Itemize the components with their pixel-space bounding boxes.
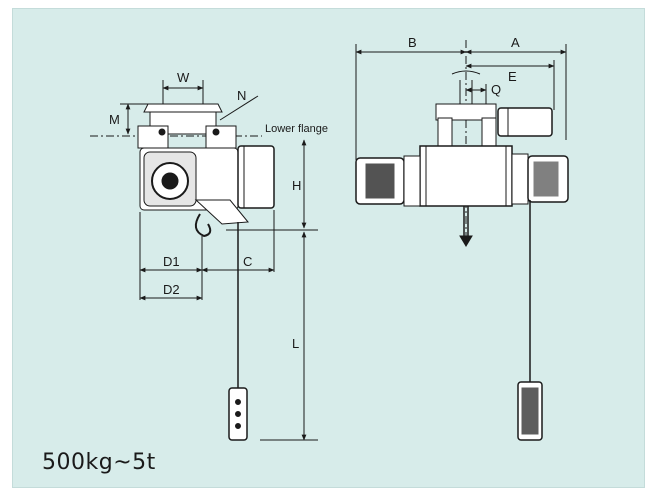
hoist-main-body (419, 145, 513, 207)
hook (194, 213, 212, 238)
gearbox-detail (533, 161, 559, 197)
label-c: C (243, 254, 252, 269)
motor-fins (365, 163, 395, 199)
capacity-caption: 500kg~5t (42, 450, 156, 475)
trolley-wheel-right (481, 117, 497, 147)
label-n: N (237, 88, 246, 103)
label-d1: D1 (163, 254, 180, 269)
label-h: H (292, 178, 301, 193)
label-m: M (109, 112, 120, 127)
trolley-frame (435, 103, 497, 121)
beam-section-mark (451, 70, 481, 75)
label-q: Q (491, 82, 501, 97)
label-lower-flange: Lower flange (265, 123, 328, 135)
wheel-bolt-right (212, 128, 220, 136)
hook-block (194, 199, 249, 225)
label-l: L (292, 336, 299, 351)
label-b: B (408, 35, 417, 50)
drum-hub (161, 172, 179, 190)
pendant-button-2 (235, 411, 241, 417)
side-view (90, 80, 318, 441)
label-e: E (508, 69, 517, 84)
leader-n (219, 95, 259, 121)
gearbox-flange (511, 153, 529, 205)
side-motor (237, 145, 275, 209)
beam-flange (143, 103, 223, 113)
traverse-motor (497, 107, 553, 137)
label-w: W (177, 70, 190, 85)
label-a: A (511, 35, 520, 50)
front-view (355, 40, 569, 441)
trolley-wheel-left (437, 117, 453, 147)
pendant-button-1 (235, 399, 241, 405)
trolley-right (205, 125, 237, 149)
pendant-button-3 (235, 423, 241, 429)
pendant-buttons-front (521, 387, 539, 435)
motor-flange (403, 155, 421, 207)
hook-front (459, 235, 473, 247)
label-d2: D2 (163, 282, 180, 297)
wheel-bolt-left (158, 128, 166, 136)
